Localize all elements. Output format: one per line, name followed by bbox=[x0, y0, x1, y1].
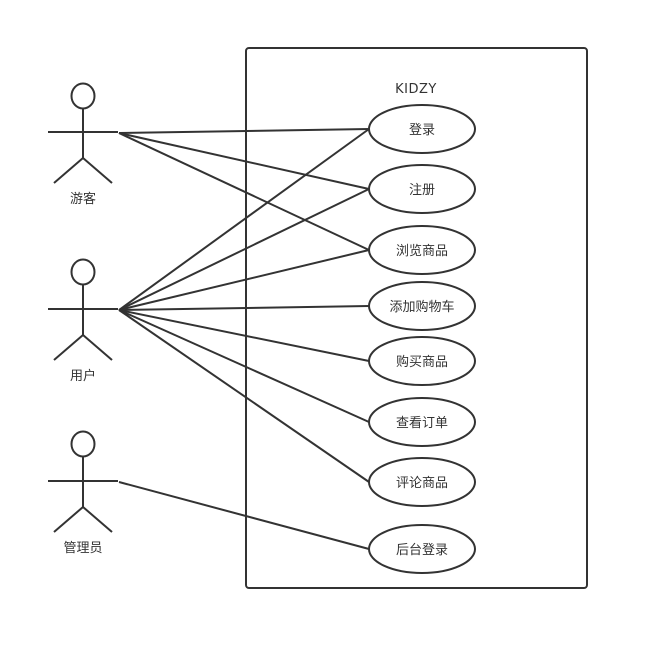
use-case-view_orders: 查看订单 bbox=[368, 397, 476, 447]
actor-head bbox=[70, 430, 96, 458]
use-case-label: 浏览商品 bbox=[396, 243, 448, 259]
use-case-browse: 浏览商品 bbox=[368, 225, 476, 275]
actor-right-leg bbox=[82, 506, 113, 533]
association-admin-admin_login bbox=[118, 481, 370, 550]
actor-label: 用户 bbox=[70, 368, 96, 384]
use-case-label: 购买商品 bbox=[396, 354, 448, 370]
use-case-ellipse bbox=[368, 104, 476, 154]
actor-left-leg bbox=[53, 334, 84, 361]
use-case-review: 评论商品 bbox=[368, 457, 476, 507]
association-user-review bbox=[118, 309, 370, 483]
association-user-add_cart bbox=[118, 305, 370, 311]
use-case-register: 注册 bbox=[368, 164, 476, 214]
system-title: KIDZY bbox=[395, 82, 437, 97]
use-case-ellipse bbox=[368, 225, 476, 275]
association-guest-login bbox=[118, 128, 370, 134]
actor-admin: 管理员 bbox=[48, 430, 118, 556]
use-case-ellipse bbox=[368, 457, 476, 507]
association-user-view_orders bbox=[118, 309, 370, 423]
use-case-admin_login: 后台登录 bbox=[368, 524, 476, 574]
use-case-label: 评论商品 bbox=[396, 476, 448, 491]
use-case-login: 登录 bbox=[368, 104, 476, 154]
actor-head bbox=[70, 258, 96, 286]
association-user-browse bbox=[118, 249, 370, 311]
use-case-ellipse bbox=[368, 164, 476, 214]
association-guest-register bbox=[118, 132, 370, 190]
actor-guest: 游客 bbox=[48, 82, 118, 207]
use-case-ellipse bbox=[368, 524, 476, 574]
association-guest-browse bbox=[118, 132, 370, 251]
association-user-login bbox=[118, 128, 370, 311]
actor-right-leg bbox=[82, 157, 113, 184]
actor-label: 管理员 bbox=[63, 541, 102, 556]
use-case-ellipse bbox=[368, 281, 476, 331]
use-case-add_cart: 添加购物车 bbox=[368, 281, 476, 331]
use-case-label: 注册 bbox=[409, 183, 435, 198]
actor-left-leg bbox=[53, 157, 84, 184]
use-case-buy: 购买商品 bbox=[368, 336, 476, 386]
use-case-label: 添加购物车 bbox=[389, 299, 454, 315]
use-case-ellipse bbox=[368, 336, 476, 386]
association-user-buy bbox=[118, 309, 370, 362]
actor-left-leg bbox=[53, 506, 84, 533]
use-case-label: 登录 bbox=[409, 123, 435, 138]
actor-head bbox=[70, 82, 96, 110]
association-lines bbox=[118, 128, 370, 550]
actor-label: 游客 bbox=[70, 191, 96, 207]
use-case-ellipse bbox=[368, 397, 476, 447]
use-case-label: 查看订单 bbox=[396, 415, 448, 431]
actor-right-leg bbox=[82, 334, 113, 361]
use-case-label: 后台登录 bbox=[396, 543, 448, 558]
association-user-register bbox=[118, 188, 370, 311]
actor-user: 用户 bbox=[48, 258, 118, 384]
